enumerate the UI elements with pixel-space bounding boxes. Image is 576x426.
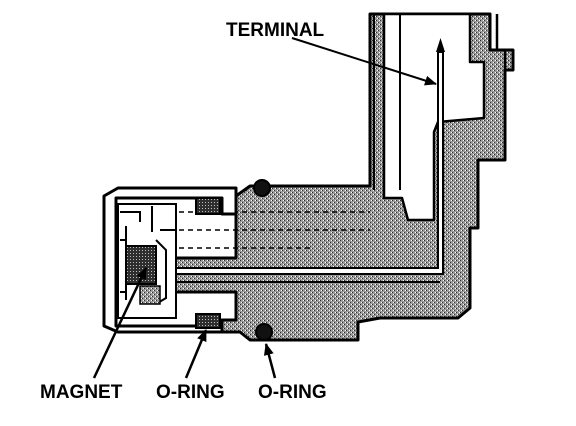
terminal-cavity <box>382 12 486 222</box>
o-ring-upper-left <box>195 197 221 215</box>
connector-wall <box>373 14 401 190</box>
o-ring-right-leader <box>263 343 277 379</box>
terminal-pin-tip <box>436 38 445 52</box>
o-ring-upper-right <box>253 179 271 197</box>
o-ring-right-label: O-RING <box>258 382 327 403</box>
o-ring-left <box>195 313 221 329</box>
terminal-leader <box>291 37 437 86</box>
magnet-label: MAGNET <box>40 382 123 403</box>
terminal-label: TERMINAL <box>226 20 325 41</box>
sensor-cap <box>102 186 238 334</box>
sensor-plate <box>139 285 161 305</box>
o-ring-left-leader <box>184 329 208 379</box>
o-ring-left-label: O-RING <box>156 382 225 403</box>
magnet-leader <box>92 267 148 379</box>
internal-dashed-lines <box>170 211 370 249</box>
o-ring-right <box>255 323 273 341</box>
connector-lip <box>490 14 507 70</box>
magnet-bracket <box>120 239 167 305</box>
